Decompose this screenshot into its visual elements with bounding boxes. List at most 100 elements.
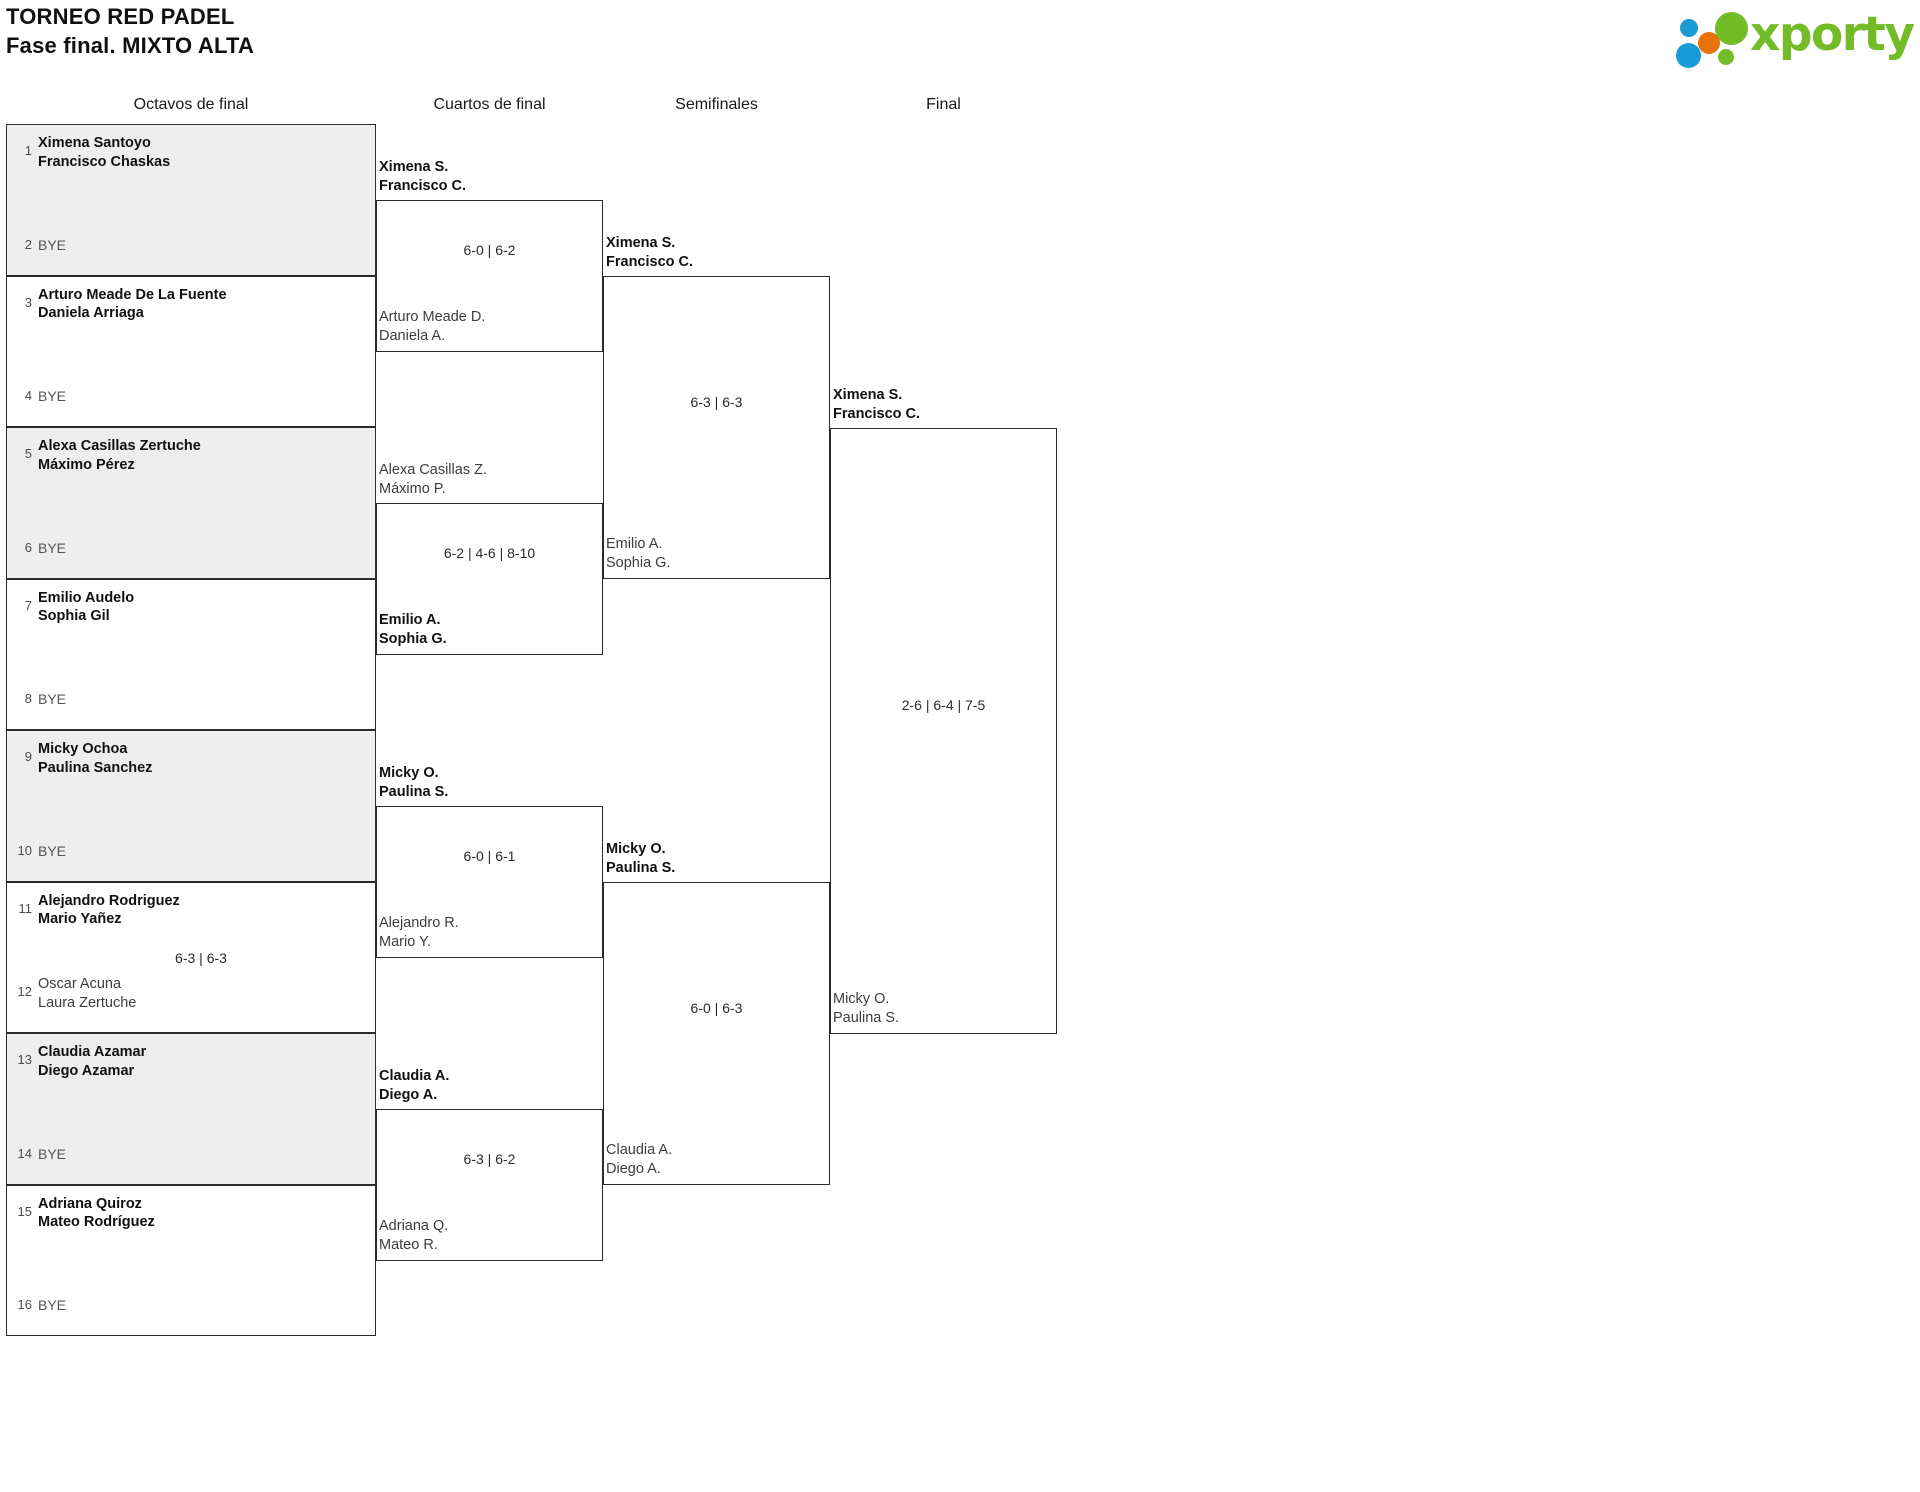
round3-slot-bottom-2[interactable]: Claudia A.Diego A. bbox=[606, 1141, 827, 1178]
player-name: Francisco C. bbox=[606, 253, 694, 270]
round2-match-2[interactable] bbox=[376, 503, 603, 655]
player-name: Diego A. bbox=[606, 1160, 661, 1177]
round4-slot-top-1[interactable]: Ximena S. Francisco C. bbox=[833, 386, 1054, 423]
round1-slot-bottom-4[interactable]: 8 BYE bbox=[8, 690, 370, 708]
bye-label: BYE bbox=[38, 236, 67, 253]
round3-slot-top-1[interactable]: Ximena S. Francisco C. bbox=[606, 234, 827, 271]
round3-match-1[interactable] bbox=[603, 276, 830, 579]
round2-slot-top-3[interactable]: Micky O.Paulina S. bbox=[379, 764, 600, 801]
player-name: Francisco C. bbox=[833, 405, 921, 422]
player-name: Alejandro R. bbox=[379, 915, 459, 931]
player-name: Adriana Quiroz bbox=[38, 1195, 142, 1212]
seed-number: 1 bbox=[24, 143, 32, 158]
round1-match-7[interactable] bbox=[6, 1033, 376, 1185]
player-name: Diego Azamar bbox=[38, 1062, 135, 1079]
player-name: Paulina S. bbox=[606, 859, 676, 876]
round1-match-5[interactable] bbox=[6, 730, 376, 882]
round2-slot-top-4[interactable]: Claudia A. Diego A. bbox=[379, 1067, 600, 1104]
round4-match-1[interactable] bbox=[830, 428, 1057, 1034]
title-block: TORNEO RED PADEL Fase final. MIXTO ALTA bbox=[6, 2, 254, 60]
seed-number: 9 bbox=[24, 749, 32, 764]
round2-match-4[interactable] bbox=[376, 1109, 603, 1261]
player-name: Ximena S. bbox=[606, 235, 676, 251]
round1-match-3[interactable] bbox=[6, 427, 376, 579]
player-name: Ximena S. bbox=[833, 387, 903, 403]
player-name: Alejandro Rodriguez bbox=[38, 892, 180, 909]
logo-dot-green-small bbox=[1718, 49, 1734, 65]
seed-number: 8 bbox=[24, 691, 32, 706]
round2-match-3[interactable] bbox=[376, 806, 603, 958]
player-name: Paulina Sanchez bbox=[38, 759, 153, 776]
player-name: Paulina S. bbox=[379, 783, 449, 800]
round2-slot-bottom-4[interactable]: Adriana Q.Mateo R. bbox=[379, 1217, 600, 1254]
round1-match-6[interactable] bbox=[6, 881, 376, 1033]
round1-match-2[interactable] bbox=[6, 275, 376, 427]
round-header-1: Octavos de final bbox=[133, 96, 249, 113]
bye-label: BYE bbox=[38, 539, 67, 556]
player-name: Mario Y. bbox=[379, 933, 431, 950]
round2-score-4: 6-3 | 6-2 bbox=[463, 1151, 516, 1167]
round2-slot-top-2[interactable]: Alexa Casillas Z.Máximo P. bbox=[379, 461, 600, 498]
round2-score-1: 6-0 | 6-2 bbox=[463, 242, 516, 258]
player-name: Laura Zertuche bbox=[38, 994, 137, 1011]
tournament-title: TORNEO RED PADEL bbox=[6, 4, 235, 29]
round3-slot-top-2[interactable]: Micky O. Paulina S. bbox=[606, 840, 827, 877]
bye-label: BYE bbox=[38, 691, 67, 707]
player-name: Claudia A. bbox=[379, 1068, 450, 1084]
seed-number: 13 bbox=[17, 1052, 32, 1067]
player-name: Emilio A. bbox=[379, 612, 441, 628]
player-name: Emilio A. bbox=[606, 536, 663, 552]
xporty-logo[interactable]: xporty bbox=[1676, 8, 1915, 68]
round-header-2: Cuartos de final bbox=[433, 96, 546, 113]
player-name: Oscar Acuna bbox=[38, 976, 122, 992]
bye-label: BYE bbox=[38, 842, 67, 859]
player-name: Diego A. bbox=[379, 1086, 438, 1103]
player-name: Ximena Santoyo bbox=[38, 135, 151, 151]
round3-slot-bottom-1[interactable]: Emilio A.Sophia G. bbox=[606, 535, 827, 572]
player-name: Sophia G. bbox=[379, 630, 447, 647]
round2-slot-bottom-1[interactable]: Arturo Meade D.Daniela A. bbox=[379, 308, 600, 345]
player-name: Claudia Azamar bbox=[38, 1044, 147, 1060]
logo-dot-blue-small bbox=[1680, 19, 1698, 37]
bye-label: BYE bbox=[38, 1145, 67, 1162]
round2-match-1[interactable] bbox=[376, 200, 603, 352]
round2-slot-top-1[interactable]: Ximena S.Francisco C. bbox=[379, 158, 600, 195]
player-name: Adriana Q. bbox=[379, 1218, 449, 1234]
round1-match-8[interactable] bbox=[6, 1184, 376, 1336]
bye-label: BYE bbox=[38, 388, 67, 404]
round-header-4: Final bbox=[926, 96, 961, 113]
round1-match-1[interactable] bbox=[6, 124, 376, 276]
seed-number: 12 bbox=[17, 984, 32, 999]
round3-match-2[interactable] bbox=[603, 882, 830, 1185]
round4-slot-bottom-1[interactable]: Micky O.Paulina S. bbox=[833, 990, 1054, 1027]
player-name: Micky O. bbox=[833, 991, 890, 1007]
player-name: Francisco C. bbox=[379, 177, 467, 194]
round1-match-4[interactable] bbox=[6, 578, 376, 730]
round2-slot-bottom-2[interactable]: Emilio A. Sophia G. bbox=[379, 611, 600, 648]
logo-dot-blue-large bbox=[1676, 43, 1701, 68]
player-name: Micky O. bbox=[606, 841, 666, 857]
round2-slot-bottom-3[interactable]: Alejandro R. Mario Y. bbox=[379, 914, 600, 951]
